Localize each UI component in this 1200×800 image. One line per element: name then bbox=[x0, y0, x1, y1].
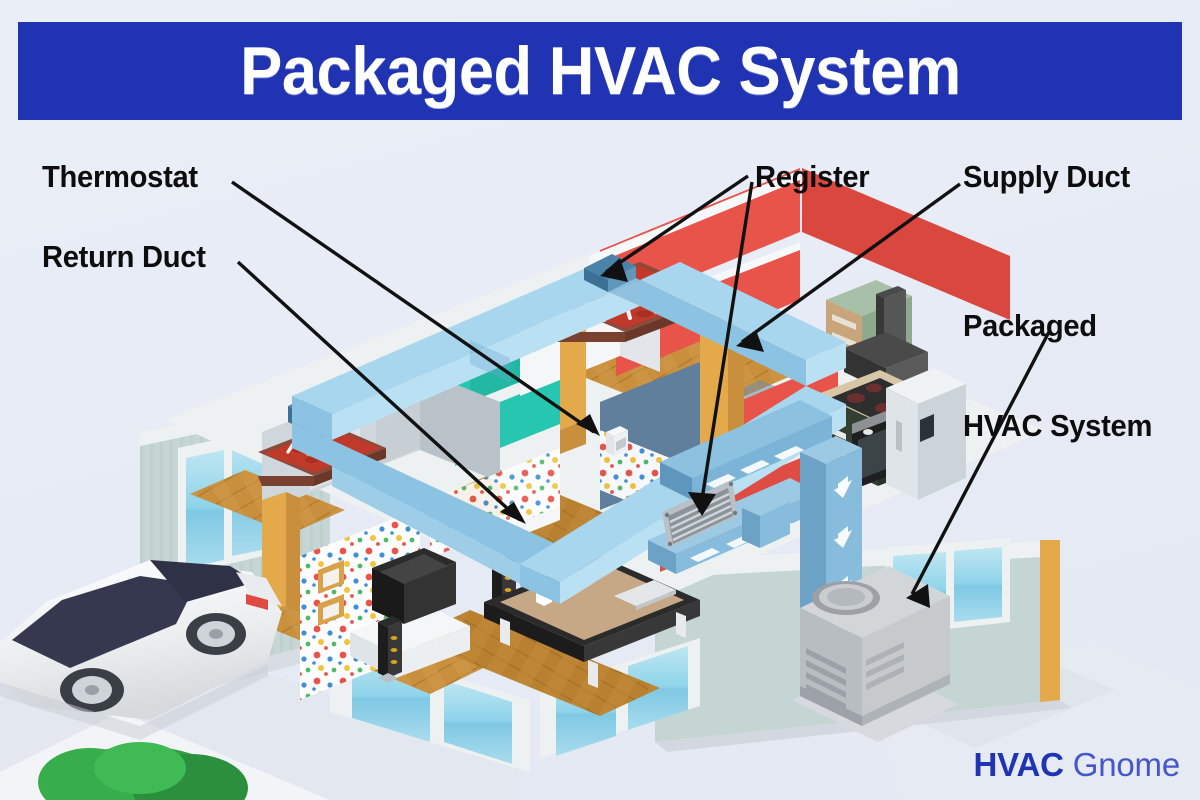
arrowhead-return-duct bbox=[500, 502, 526, 524]
page-title: Packaged HVAC System bbox=[239, 33, 961, 109]
leader-return-duct bbox=[236, 260, 522, 522]
label-packaged-hvac-system: Packaged HVAC System bbox=[963, 243, 1152, 508]
leader-ceiling-register bbox=[605, 174, 749, 274]
kitchen bbox=[818, 286, 966, 500]
callout-arrowheads bbox=[500, 258, 930, 608]
label-packaged-line2: HVAC System bbox=[963, 407, 1153, 443]
unit-louvers-right bbox=[866, 642, 904, 690]
car bbox=[0, 560, 282, 740]
arrowhead-supply-duct bbox=[736, 330, 764, 352]
thermostat-device bbox=[606, 426, 628, 456]
leader-packaged-unit bbox=[910, 329, 1052, 595]
coffee-table bbox=[484, 556, 700, 688]
title-banner: Packaged HVAC System bbox=[18, 22, 1182, 120]
leader-register bbox=[698, 181, 754, 513]
register-grille bbox=[662, 480, 738, 548]
logo-gnome-text: Gnome bbox=[1072, 746, 1180, 783]
leader-thermostat bbox=[231, 180, 595, 434]
arrowhead-packaged-unit bbox=[906, 584, 930, 608]
leader-supply-duct bbox=[741, 182, 961, 344]
label-return-duct: Return Duct bbox=[42, 239, 206, 274]
arrowhead-register bbox=[688, 492, 716, 516]
unit-louvers-left bbox=[806, 648, 846, 710]
label-packaged-line1: Packaged bbox=[963, 308, 1097, 344]
shrub bbox=[38, 742, 248, 800]
logo-hvac-text: HVAC bbox=[973, 746, 1064, 783]
car-wheel-front bbox=[60, 668, 124, 712]
car-wheel-rear bbox=[186, 613, 246, 655]
callout-leaders bbox=[231, 174, 1052, 595]
arrowhead-ceiling-register bbox=[600, 258, 628, 282]
label-thermostat: Thermostat bbox=[42, 159, 198, 194]
packaged-hvac-unit bbox=[792, 566, 958, 742]
label-register: Register bbox=[755, 159, 870, 194]
brand-logo[interactable]: HVAC Gnome bbox=[973, 746, 1181, 784]
arrowhead-thermostat bbox=[576, 414, 600, 436]
label-supply-duct: Supply Duct bbox=[963, 159, 1130, 194]
